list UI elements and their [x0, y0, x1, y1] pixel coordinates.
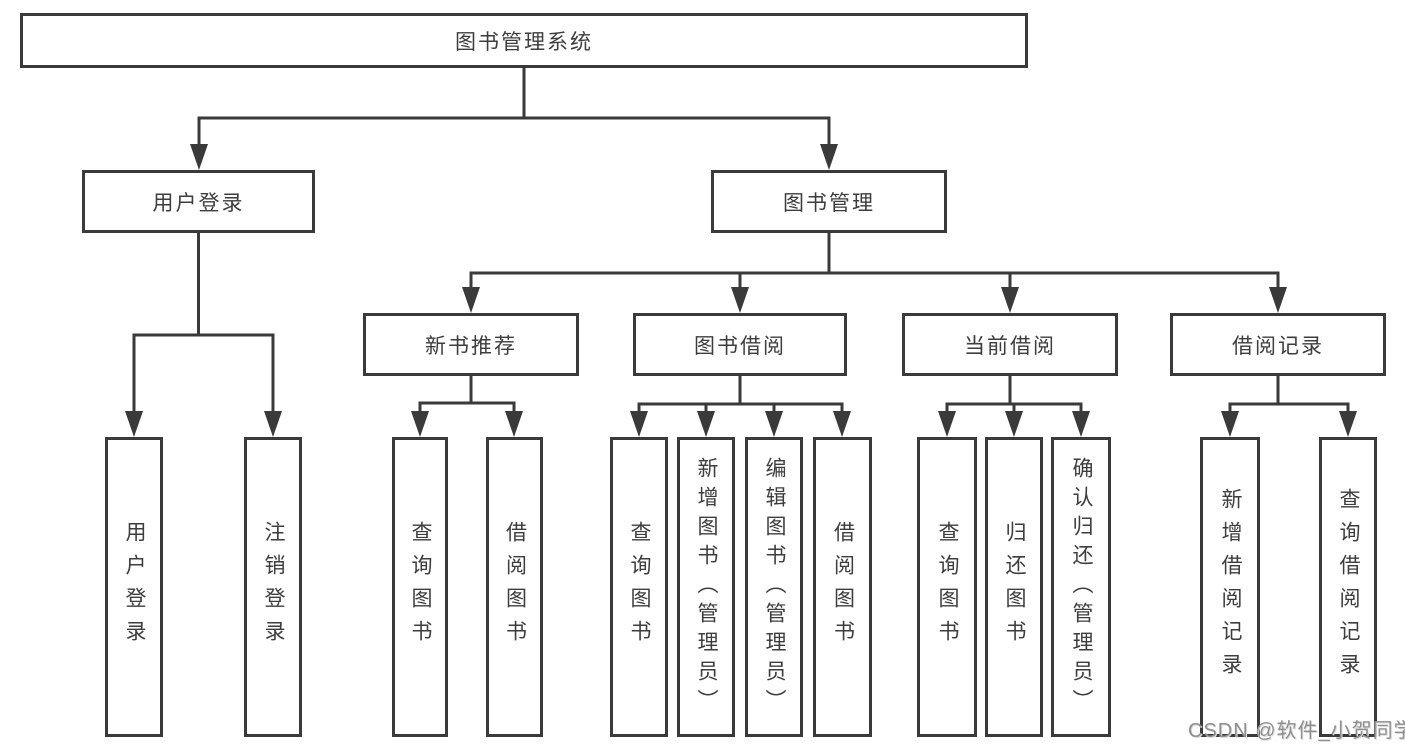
leaf-edit-book-admin-label: 编辑图书（管理员） [763, 456, 786, 718]
leaf-user-login: 用户登录 [105, 437, 163, 737]
node-user-login-label: 用户登录 [152, 191, 245, 215]
leaf-logout-label: 注销登录 [262, 521, 285, 653]
node-borrow-records: 借阅记录 [1170, 313, 1386, 376]
leaf-borrow-book-1: 借阅图书 [486, 437, 543, 737]
leaf-query-book-3: 查询图书 [917, 437, 977, 737]
leaf-add-book-admin-label: 新增图书（管理员） [695, 456, 718, 718]
leaf-query-book-1-label: 查询图书 [409, 521, 432, 653]
node-new-book-recommend-label: 新书推荐 [425, 334, 517, 358]
node-new-book-recommend: 新书推荐 [363, 313, 579, 376]
node-current-borrow-label: 当前借阅 [964, 334, 1056, 358]
leaf-confirm-return-admin: 确认归还（管理员） [1051, 437, 1111, 737]
leaf-borrow-book-1-label: 借阅图书 [503, 521, 527, 653]
leaf-edit-book-admin: 编辑图书（管理员） [745, 437, 803, 737]
leaf-user-login-label: 用户登录 [123, 521, 146, 653]
leaf-query-book-2: 查询图书 [610, 437, 668, 737]
leaf-add-borrow-record-label: 新增借阅记录 [1219, 488, 1242, 686]
node-book-borrow: 图书借阅 [633, 313, 847, 376]
watermark: CSDN @软件_小贺同学 [1188, 720, 1405, 742]
node-current-borrow: 当前借阅 [902, 313, 1118, 376]
leaf-query-book-3-label: 查询图书 [936, 521, 959, 653]
node-user-login: 用户登录 [82, 170, 315, 233]
leaf-logout: 注销登录 [244, 437, 302, 737]
leaf-confirm-return-admin-label: 确认归还（管理员） [1070, 456, 1093, 718]
node-root-label: 图书管理系统 [455, 30, 593, 54]
leaf-return-book-label: 归还图书 [1003, 521, 1026, 653]
leaf-query-borrow-record-label: 查询借阅记录 [1337, 488, 1360, 686]
leaf-query-book-1: 查询图书 [392, 437, 448, 737]
leaf-return-book: 归还图书 [985, 437, 1043, 737]
leaf-add-book-admin: 新增图书（管理员） [677, 437, 735, 737]
leaf-query-book-2-label: 查询图书 [628, 521, 651, 653]
node-root: 图书管理系统 [20, 13, 1028, 68]
node-book-management: 图书管理 [711, 170, 947, 233]
leaf-add-borrow-record: 新增借阅记录 [1200, 437, 1260, 737]
node-book-borrow-label: 图书借阅 [694, 334, 786, 358]
node-book-management-label: 图书管理 [783, 191, 875, 215]
leaf-borrow-book-2-label: 借阅图书 [831, 521, 855, 653]
leaf-borrow-book-2: 借阅图书 [813, 437, 872, 737]
node-borrow-records-label: 借阅记录 [1232, 334, 1324, 358]
leaf-query-borrow-record: 查询借阅记录 [1319, 437, 1377, 737]
